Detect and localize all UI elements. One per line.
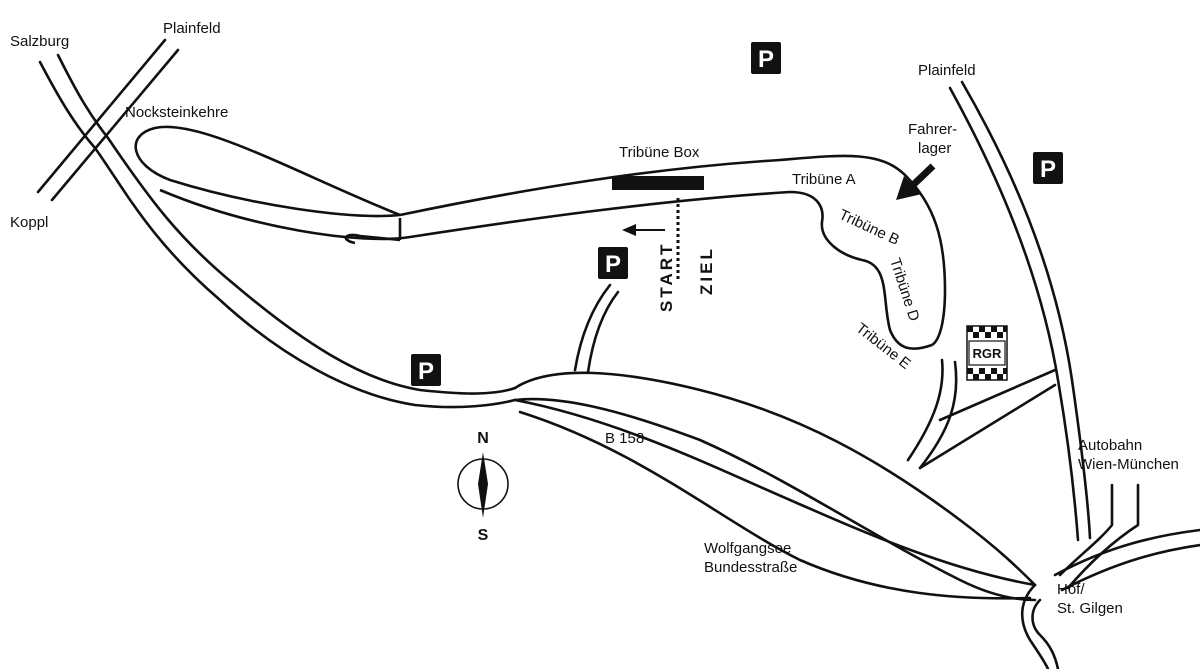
- label-autobahn-line2: Wien-München: [1078, 456, 1179, 473]
- parking-icon: P: [1033, 152, 1063, 184]
- label-salzburg: Salzburg: [10, 33, 69, 50]
- label-fahrerlager-line2: lager: [918, 140, 951, 157]
- road-wolfgangsee-upper: [513, 398, 1037, 587]
- svg-text:P: P: [605, 251, 621, 278]
- road-connector-east-b: [918, 383, 1057, 470]
- svg-text:RGR: RGR: [973, 346, 1003, 361]
- racetrack: [134, 125, 947, 350]
- road-parking-access-b: [586, 290, 620, 374]
- road-salzburg-crossing-b: [56, 53, 110, 140]
- road-southeast-b: [1060, 543, 1200, 592]
- label-hof-line1: Hof/: [1057, 581, 1085, 598]
- track-inner: [159, 188, 933, 350]
- label-tribune-d: Tribüne D: [886, 256, 922, 324]
- compass-south: S: [478, 527, 489, 544]
- label-plainfeld-west: Plainfeld: [163, 20, 221, 37]
- road-wolfgangsee-lower: [518, 410, 1032, 600]
- parking-icon: P: [751, 42, 781, 74]
- parking-icon: P: [598, 247, 628, 279]
- label-autobahn-line1: Autobahn: [1078, 437, 1142, 454]
- label-plainfeld-east: Plainfeld: [918, 62, 976, 79]
- label-tribune-b: Tribüne B: [836, 206, 902, 249]
- label-start: START: [657, 242, 676, 312]
- road-autobahn-b: [1066, 483, 1140, 590]
- tribune-box-bar: [612, 176, 704, 190]
- road-connector-east: [938, 368, 1057, 422]
- road-plainfeld-east-b: [960, 80, 1092, 540]
- label-koppl: Koppl: [10, 214, 48, 231]
- label-ziel: ZIEL: [697, 246, 716, 295]
- label-hof-line2: St. Gilgen: [1057, 600, 1123, 617]
- road-parking-access: [573, 283, 612, 372]
- label-tribune-a: Tribüne A: [792, 171, 856, 188]
- label-wolfgangsee-line1: Wolfgangsee: [704, 540, 791, 557]
- road-koppl-plainfeld-b: [50, 48, 180, 202]
- road-southeast: [1053, 528, 1200, 577]
- fahrerlager-arrow-icon: [896, 163, 936, 200]
- svg-text:P: P: [758, 46, 774, 73]
- svg-text:P: P: [1040, 156, 1056, 183]
- parking-icon: P: [411, 354, 441, 386]
- road-hof-loop: [1020, 583, 1050, 669]
- compass-icon: N S: [457, 430, 509, 544]
- compass-north: N: [477, 430, 489, 447]
- road-salzburg-crossing: [38, 60, 97, 150]
- label-wolfgangsee-line2: Bundesstraße: [704, 559, 797, 576]
- road-plainfeld-east: [948, 86, 1080, 542]
- road-b158-upper: [513, 371, 1037, 587]
- label-fahrerlager-line1: Fahrer-: [908, 121, 957, 138]
- road-hof-loop-b: [1031, 598, 1060, 669]
- road-koppl-plainfeld: [36, 38, 167, 194]
- label-b158: B 158: [605, 430, 644, 447]
- direction-arrow-icon: [622, 224, 665, 236]
- label-nocksteinkehre: Nocksteinkehre: [125, 104, 228, 121]
- road-tribune-e-link: [906, 358, 944, 462]
- road-main-west-upper: [93, 146, 517, 409]
- rgr-flag-logo: RGR: [966, 325, 1008, 381]
- road-b158-lower: [513, 397, 1037, 602]
- svg-text:P: P: [418, 358, 434, 385]
- label-tribune-box: Tribüne Box: [619, 144, 700, 161]
- road-network: [36, 38, 1200, 669]
- road-main-west-lower: [106, 136, 517, 395]
- track-outer: [134, 125, 947, 347]
